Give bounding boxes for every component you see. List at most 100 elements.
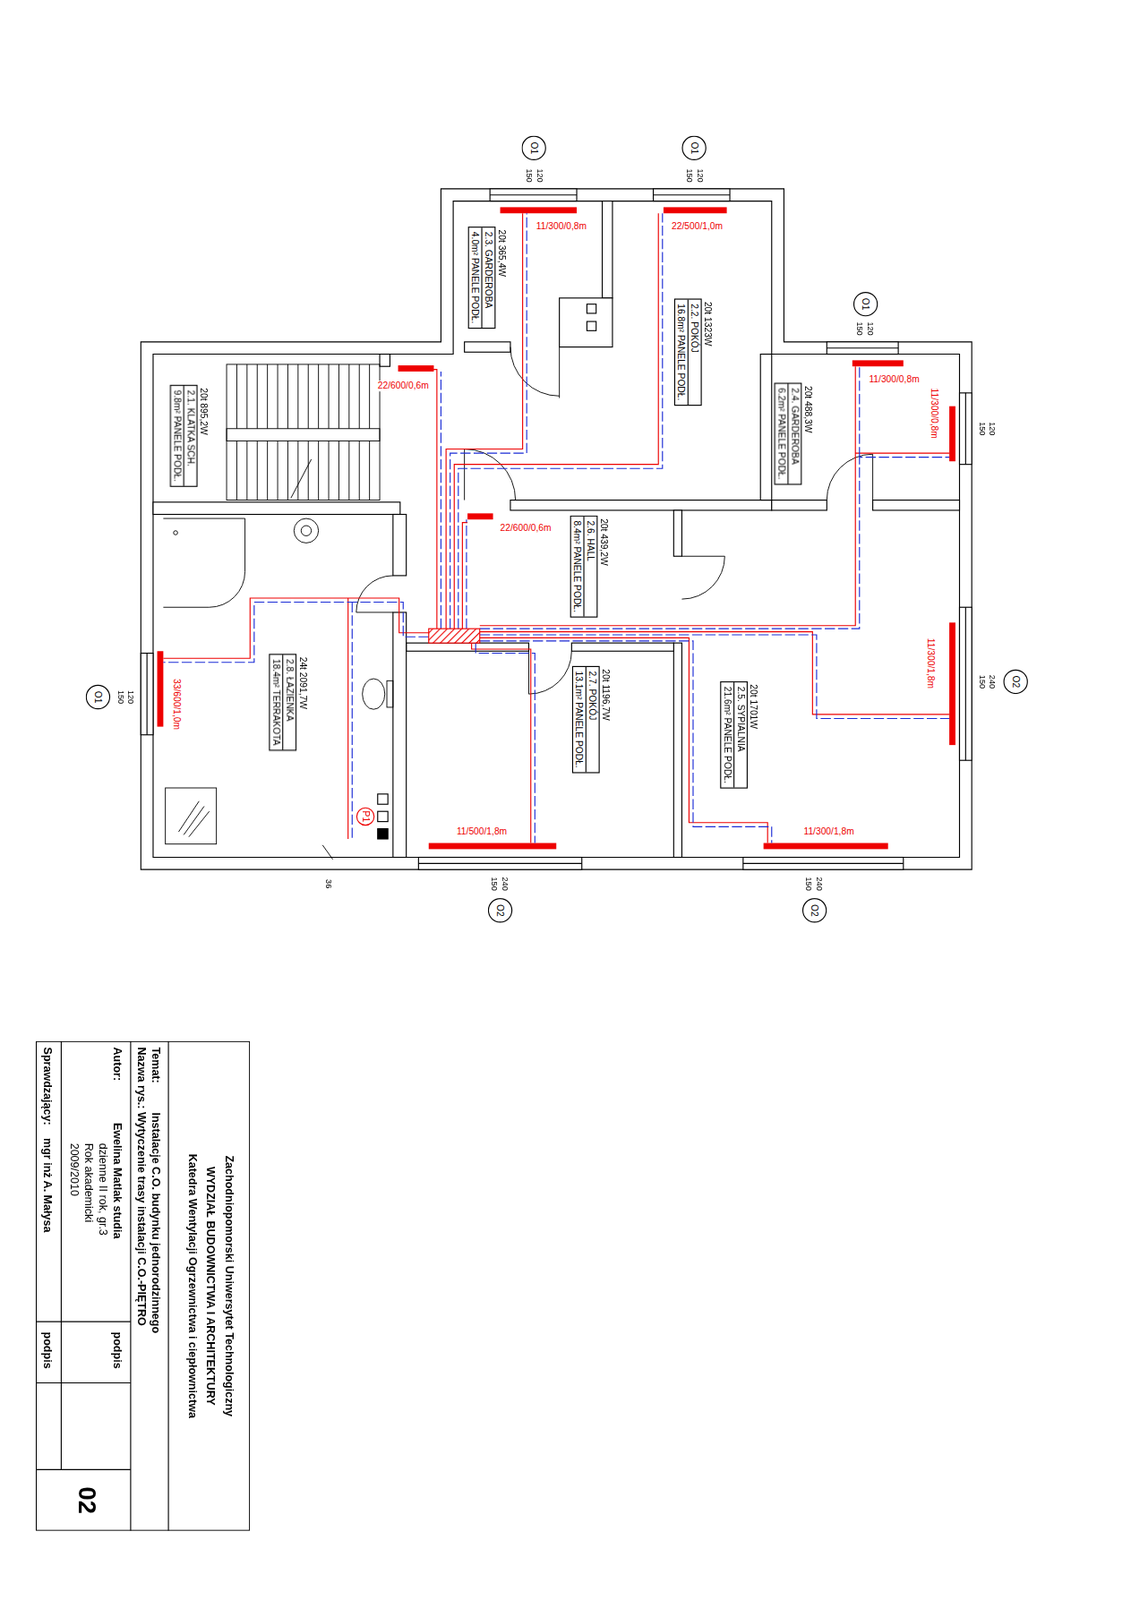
dimension-label: 150	[684, 168, 694, 182]
dimension-label: 150	[489, 877, 499, 892]
room-label-box: 2.2. POKÓJ16.8m² PANELE PODŁ.	[674, 298, 703, 406]
dimension-label: 36	[324, 879, 334, 889]
room-name: 2.1. KLATKA SCH.	[184, 385, 198, 487]
room-name: 2.5. SYPIALNIA	[734, 682, 747, 788]
marker-text: O1	[688, 141, 699, 155]
dimension-label: 240	[500, 877, 510, 892]
heat-load-text: 20t 1196,7W	[599, 666, 613, 774]
room-label-box: 2.4. GARDEROBA6.2m² PANELE PODŁ.	[774, 383, 803, 486]
title-block: Zachodniopomorski Uniwersytet Technologi…	[35, 1041, 250, 1532]
room-label-box: 2.5. SYPIALNIA21.6m² PANELE PODŁ.	[719, 681, 748, 789]
room-area: 13.1m² PANELE PODŁ.	[573, 667, 587, 772]
title-block-text: Zachodniopomorski Uniwersytet Technologi…	[223, 1155, 237, 1417]
marker-text: O2	[495, 904, 506, 917]
radiator-label: 11/300/0,8m	[535, 221, 589, 232]
window-marker: O1	[853, 291, 878, 317]
radiator-label: 22/500/1,0m	[670, 221, 724, 232]
title-block-text: Autor:	[111, 1047, 124, 1082]
title-block-text: mgr inż A. Małysa	[42, 1138, 55, 1233]
room-label-box: 2.8. ŁAZIENKA18.4m² TERRAKOTA	[268, 653, 297, 751]
room-name: 2.7. POKÓJ	[586, 667, 600, 772]
dimension-label: 150	[523, 168, 533, 182]
window-marker: O1	[521, 136, 546, 161]
room-area: 16.8m² PANELE PODŁ.	[675, 299, 689, 405]
dimension-label: 150	[976, 421, 986, 436]
dimension-label: 120	[695, 168, 705, 182]
room-name: 2.6. HALL	[584, 516, 598, 617]
window-marker: O1	[85, 685, 111, 710]
heat-load-text: 20t 365,4W	[495, 226, 508, 329]
radiator-label: 11/300/0,8m	[867, 374, 921, 385]
room-area: 18.4m² TERRAKOTA	[270, 654, 284, 750]
marker-text: O2	[809, 904, 820, 917]
title-block-text: Rok akademicki	[82, 1143, 95, 1224]
room-name: 2.4. GARDEROBA	[788, 384, 802, 485]
room-name: 2.3. GARDEROBA	[482, 227, 496, 328]
title-block-text: Katedra Wentylacji Ogrzewnictwa i ciepło…	[187, 1154, 200, 1419]
room-area: 9.8m² PANELE PODŁ.	[171, 385, 185, 487]
title-block-text: dzienne II rok, gr.3	[96, 1143, 110, 1236]
radiator-label: 11/300/0,8m	[928, 386, 939, 440]
room-name: 2.8. ŁAZIENKA	[282, 654, 296, 750]
dimension-label: 240	[987, 675, 997, 689]
marker-text: O1	[528, 141, 539, 155]
radiator-label: 11/500/1,8m	[455, 826, 509, 837]
dimension-label: 150	[976, 675, 986, 689]
radiator-label: 22/600/0,6m	[377, 380, 430, 391]
title-block-text: podpis	[111, 1332, 124, 1370]
room-label: 20t 1323W2.2. POKÓJ16.8m² PANELE PODŁ.	[674, 298, 714, 406]
room-label-box: 2.1. KLATKA SCH.9.8m² PANELE PODŁ.	[170, 385, 198, 488]
room-label-box: 2.3. GARDEROBA4.0m² PANELE PODŁ.	[468, 226, 497, 329]
room-area: 6.2m² PANELE PODŁ.	[775, 384, 789, 485]
marker-text: P1	[359, 811, 370, 823]
title-block-text: 2009/2010	[68, 1143, 81, 1197]
room-label: 20t 1196,7W2.7. POKÓJ13.1m² PANELE PODŁ.	[572, 666, 612, 774]
title-block-text: Instalacje C.O. budynku jednorodzinnego	[150, 1112, 163, 1334]
window-marker: O1	[681, 136, 706, 161]
dimension-label: 120	[535, 168, 545, 182]
title-block-text: WYDZIAŁ BUDOWNICTWA I ARCHITEKTURY	[205, 1166, 218, 1406]
radiator-label: 11/300/1,8m	[802, 826, 856, 837]
dimension-label: 150	[115, 690, 125, 704]
dimension-label: 150	[855, 321, 865, 335]
heat-load-text: 20t 1323W	[702, 298, 715, 406]
heat-load-text: 20t 895,2W	[197, 385, 211, 488]
dimension-label: 150	[804, 877, 814, 892]
room-label: 20t 439,2W2.6. HALL8.4m² PANELE PODŁ.	[570, 515, 610, 618]
room-label: 20t 895,2W2.1. KLATKA SCH.9.8m² PANELE P…	[170, 385, 210, 488]
window-marker: O2	[488, 898, 513, 923]
room-label-box: 2.7. POKÓJ13.1m² PANELE PODŁ.	[572, 666, 600, 774]
marker-text: O1	[860, 298, 871, 311]
heat-load-text: 20t 488,3W	[801, 383, 814, 486]
title-block-text: Temat:	[150, 1047, 163, 1084]
room-name: 2.2. POKÓJ	[688, 299, 702, 405]
dimension-label: 120	[987, 421, 997, 436]
heat-load-text: 24t 2091,7W	[296, 653, 309, 751]
room-area: 21.6m² PANELE PODŁ.	[720, 682, 735, 788]
marker-text: O1	[93, 691, 103, 704]
title-block-text: Nazwa rys.: Wytyczenie trasy instalacji …	[136, 1047, 149, 1327]
room-label: 20t 488,3W2.4. GARDEROBA6.2m² PANELE POD…	[774, 383, 814, 486]
title-block-text: Sprawdzający:	[42, 1047, 55, 1126]
riser-marker: P1	[356, 807, 376, 827]
title-block-text: Ewelina Matlak studia	[111, 1122, 124, 1240]
radiator-label: 33/600/1,0m	[171, 677, 182, 731]
room-area: 4.0m² PANELE PODŁ.	[469, 227, 483, 328]
marker-text: O2	[1010, 676, 1020, 689]
room-label: 24t 2091,7W2.8. ŁAZIENKA18.4m² TERRAKOTA	[268, 653, 309, 751]
dimension-label: 120	[126, 690, 136, 704]
room-area: 8.4m² PANELE PODŁ.	[571, 516, 585, 617]
room-label: 20t 1701W2.5. SYPIALNIA21.6m² PANELE POD…	[719, 681, 760, 789]
radiator-label: 22/600/0,6m	[498, 522, 552, 533]
radiator-label: 11/300/1,8m	[925, 637, 936, 691]
room-label: 20t 365,4W2.3. GARDEROBA4.0m² PANELE POD…	[468, 226, 508, 329]
window-marker: O2	[1003, 669, 1029, 695]
dimension-label: 240	[814, 877, 824, 892]
window-marker: O2	[802, 898, 827, 923]
dimension-label: 120	[865, 321, 875, 335]
heat-load-text: 20t 1701W	[747, 681, 761, 789]
title-block-text: podpis	[42, 1332, 55, 1370]
heat-load-text: 20t 439,2W	[597, 515, 610, 618]
